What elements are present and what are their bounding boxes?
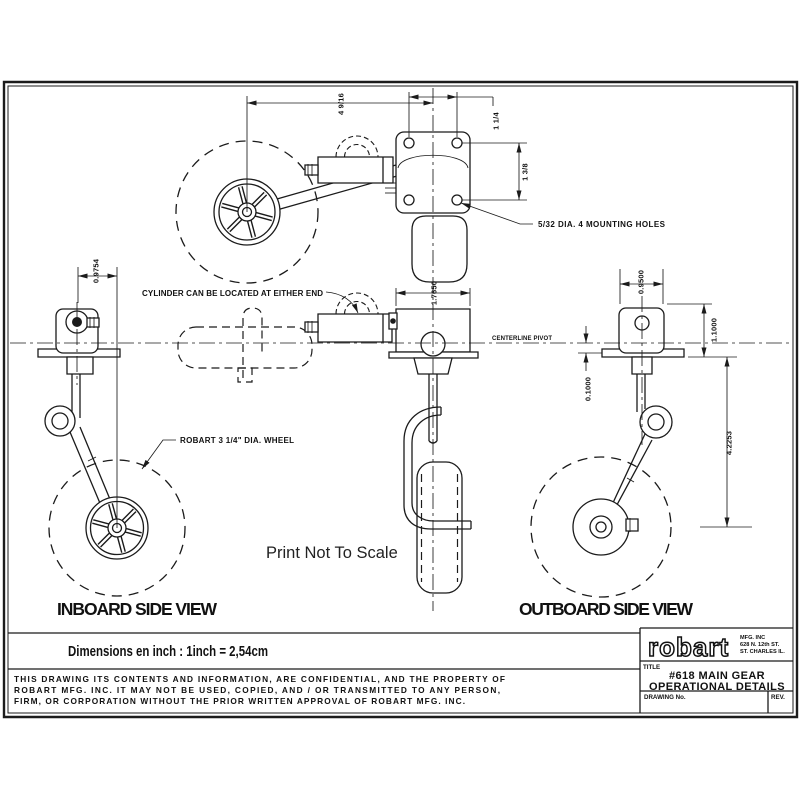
dim-0-1000: 0.1000 <box>584 377 593 401</box>
dim-0-9500: 0.9500 <box>637 270 646 294</box>
top-view-dimensions: 4 9/16 1 1/4 1 3/8 5/32 DIA. 4 MOUNTING … <box>247 92 666 229</box>
mounting-holes-note: 5/32 DIA. 4 MOUNTING HOLES <box>538 220 666 229</box>
confidentiality-line2: ROBART MFG. INC. IT MAY NOT BE USED, COP… <box>14 685 500 695</box>
inboard-annotations: 0.9754 ROBART 3 1/4" DIA. WHEEL INBOARD … <box>57 258 294 619</box>
wheel-spokes <box>222 187 272 237</box>
inboard-view-label: INBOARD SIDE VIEW <box>57 599 218 619</box>
confidentiality-line3: FIRM, OR CORPORATION WITHOUT THE PRIOR W… <box>14 696 465 706</box>
robart-logo: robart <box>648 632 729 662</box>
dim-1-1-4: 1 1/4 <box>492 112 501 130</box>
footer-blocks: Dimensions en inch : 1inch = 2,54cm THIS… <box>8 628 793 713</box>
wheel-note: ROBART 3 1/4" DIA. WHEEL <box>180 436 294 445</box>
dim-4-9-16: 4 9/16 <box>337 93 346 115</box>
drawing-title-line2: OPERATIONAL DETAILS <box>649 681 785 693</box>
dim-0-9754: 0.9754 <box>92 258 101 283</box>
print-not-to-scale: Print Not To Scale <box>266 544 398 562</box>
centerline-pivot-label: CENTERLINE PIVOT <box>492 336 552 342</box>
title-label: TITLE <box>643 664 660 671</box>
cylinder-note: CYLINDER CAN BE LOCATED AT EITHER END <box>142 289 323 298</box>
outboard-view-label: OUTBOARD SIDE VIEW <box>519 599 694 619</box>
drawing-no-label: DRAWING No. <box>644 694 686 701</box>
dim-4-2253: 4.2253 <box>725 431 734 455</box>
inboard-wheel-spokes <box>93 504 141 552</box>
inboard-side-view <box>38 309 185 596</box>
sheet-border <box>4 82 797 717</box>
company-line1: MFG. INC <box>740 635 765 641</box>
company-line2: 628 N. 12th ST. <box>740 642 780 648</box>
outboard-side-view <box>531 308 684 597</box>
dim-1-1000: 1.1000 <box>710 318 719 342</box>
rev-label: REV. <box>771 694 785 701</box>
centerlines <box>10 88 791 611</box>
top-plan-view <box>176 132 470 283</box>
dim-1-3-8: 1 3/8 <box>521 163 530 181</box>
confidentiality-line1: THIS DRAWING ITS CONTENTS AND INFORMATIO… <box>14 674 505 684</box>
dimensions-note: Dimensions en inch : 1inch = 2,54cm <box>68 644 268 660</box>
dim-1-7650: 1.7650 <box>430 281 439 305</box>
title-block: robart MFG. INC 628 N. 12th ST. ST. CHAR… <box>643 631 785 701</box>
drawing-title-line1: #618 MAIN GEAR <box>669 670 765 682</box>
company-line3: ST. CHARLES IL. <box>740 649 785 655</box>
outboard-annotations: 0.9500 1.1000 0.1000 4.2253 OUTBOARD SID… <box>519 269 752 619</box>
